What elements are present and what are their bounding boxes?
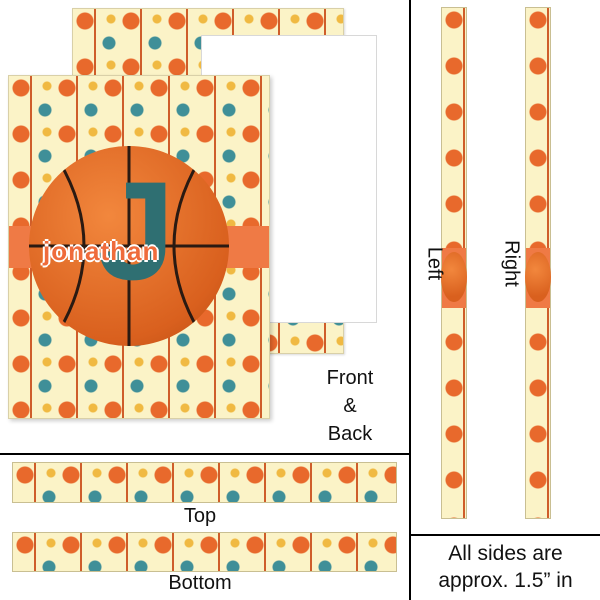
basketball-icon [441,252,467,302]
front-back-label-line-1: Front [326,367,374,389]
front-back-label: Front & Back [310,364,390,448]
size-note-line-2: approx. 1.5” in [438,569,573,592]
personalized-name: jonathan [43,236,160,266]
horizontal-divider-left [0,453,409,455]
right-label: Right [500,240,523,287]
initial-letter: J [97,152,175,309]
vertical-divider [409,0,411,600]
size-note-line-1: All sides are [448,542,563,565]
canvas-front-panel: J jonathan [8,75,270,419]
top-side-strip [12,462,397,503]
bottom-side-strip [12,532,397,572]
top-label: Top [183,505,217,527]
size-note: All sides are approx. 1.5” in [411,540,600,594]
front-back-label-line-3: Back [327,423,373,445]
basketball-icon [525,252,551,302]
bottom-label: Bottom [168,572,232,594]
left-label: Left [423,246,446,281]
horizontal-divider-right [409,534,600,536]
basketball-seams [29,146,229,346]
left-side-strip [441,7,467,519]
right-side-strip [525,7,551,519]
basketball-icon [29,146,229,346]
front-back-label-line-2: & [343,395,357,417]
